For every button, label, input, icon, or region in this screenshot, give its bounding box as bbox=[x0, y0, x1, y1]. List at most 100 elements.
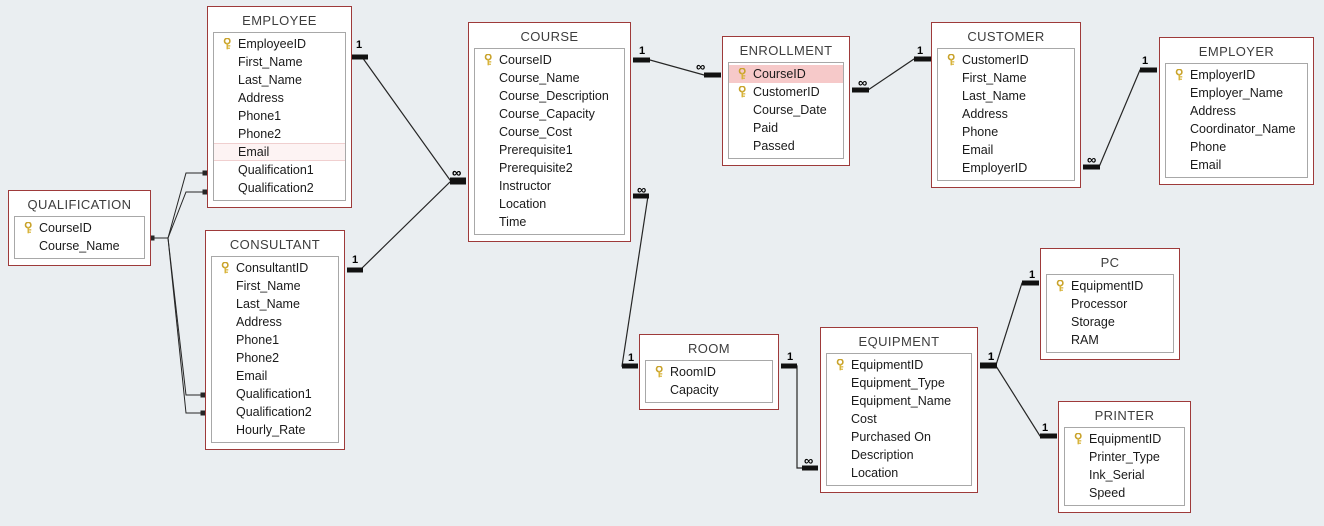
field-row[interactable]: EmployerID bbox=[938, 159, 1074, 177]
relationship-line-room-equipment[interactable] bbox=[781, 365, 818, 469]
field-row[interactable]: RAM bbox=[1047, 331, 1173, 349]
field-row[interactable]: Course_Name bbox=[15, 237, 144, 255]
relationship-stub bbox=[980, 362, 997, 368]
field-row[interactable]: Address bbox=[214, 89, 345, 107]
field-row[interactable]: Location bbox=[827, 464, 971, 482]
field-row[interactable]: Purchased On bbox=[827, 428, 971, 446]
field-row[interactable]: EquipmentID bbox=[827, 356, 971, 374]
table-title: ROOM bbox=[687, 341, 731, 356]
field-row[interactable]: RoomID bbox=[646, 363, 772, 381]
field-row[interactable]: First_Name bbox=[212, 277, 338, 295]
field-row[interactable]: Email bbox=[938, 141, 1074, 159]
field-row[interactable]: Ink_Serial bbox=[1065, 466, 1184, 484]
field-row[interactable]: CustomerID bbox=[938, 51, 1074, 69]
field-row[interactable]: Last_Name bbox=[214, 71, 345, 89]
field-row[interactable]: CourseID bbox=[15, 219, 144, 237]
relationship-line-qualification-consultant-q1[interactable] bbox=[152, 237, 203, 396]
field-row[interactable]: Equipment_Name bbox=[827, 392, 971, 410]
field-row[interactable]: Description bbox=[827, 446, 971, 464]
field-row[interactable]: Qualification1 bbox=[214, 161, 345, 179]
field-row[interactable]: Phone1 bbox=[212, 331, 338, 349]
field-row[interactable]: Last_Name bbox=[938, 87, 1074, 105]
field-row[interactable]: Storage bbox=[1047, 313, 1173, 331]
field-row[interactable]: Employer_Name bbox=[1166, 84, 1307, 102]
relationship-line-course-enrollment[interactable] bbox=[633, 59, 720, 76]
field-row[interactable]: Phone2 bbox=[212, 349, 338, 367]
field-row[interactable]: ConsultantID bbox=[212, 259, 338, 277]
field-name: ConsultantID bbox=[236, 261, 309, 275]
field-row[interactable]: Instructor bbox=[475, 177, 624, 195]
cardinality-label: 1 bbox=[1029, 269, 1036, 281]
table-title: EMPLOYER bbox=[1198, 44, 1275, 59]
field-row[interactable]: Hourly_Rate bbox=[212, 421, 338, 439]
relationship-line-consultant-course[interactable] bbox=[347, 181, 466, 271]
relationship-stub bbox=[352, 54, 368, 60]
field-row[interactable]: Speed bbox=[1065, 484, 1184, 502]
field-row[interactable]: Course_Date bbox=[729, 101, 843, 119]
field-row[interactable]: Prerequisite1 bbox=[475, 141, 624, 159]
field-row[interactable]: Processor bbox=[1047, 295, 1173, 313]
field-row[interactable]: Last_Name bbox=[212, 295, 338, 313]
key-icon bbox=[218, 262, 234, 274]
key-icon-glyph bbox=[836, 359, 844, 371]
field-row[interactable]: Capacity bbox=[646, 381, 772, 399]
field-row[interactable]: CustomerID bbox=[729, 83, 843, 101]
field-row[interactable]: CourseID bbox=[475, 51, 624, 69]
relationship-line-qualification-employee-q2[interactable] bbox=[152, 191, 205, 239]
field-row[interactable]: Email bbox=[212, 367, 338, 385]
field-row[interactable]: Paid bbox=[729, 119, 843, 137]
relationship-line-qualification-consultant-q2[interactable] bbox=[152, 237, 203, 414]
field-row[interactable]: Course_Name bbox=[475, 69, 624, 87]
field-row[interactable]: EquipmentID bbox=[1047, 277, 1173, 295]
field-row[interactable]: EmployeeID bbox=[214, 35, 345, 53]
field-row[interactable]: Course_Capacity bbox=[475, 105, 624, 123]
cardinality-label: ∞ bbox=[1087, 152, 1096, 167]
field-row[interactable]: Qualification1 bbox=[212, 385, 338, 403]
field-row[interactable]: Phone2 bbox=[214, 125, 345, 143]
field-row[interactable]: Address bbox=[938, 105, 1074, 123]
field-row[interactable]: Course_Description bbox=[475, 87, 624, 105]
field-row[interactable]: Phone bbox=[938, 123, 1074, 141]
field-row[interactable]: Phone1 bbox=[214, 107, 345, 125]
field-row[interactable]: EmployerID bbox=[1166, 66, 1307, 84]
field-row[interactable]: Time bbox=[475, 213, 624, 231]
field-row[interactable]: Location bbox=[475, 195, 624, 213]
field-row[interactable]: Prerequisite2 bbox=[475, 159, 624, 177]
field-row[interactable]: Email bbox=[214, 143, 345, 161]
relationship-line-qualification-employee-q1[interactable] bbox=[152, 172, 205, 239]
field-row[interactable]: Passed bbox=[729, 137, 843, 155]
field-row[interactable]: Course_Cost bbox=[475, 123, 624, 141]
field-row[interactable]: Qualification2 bbox=[212, 403, 338, 421]
field-row[interactable]: Email bbox=[1166, 156, 1307, 174]
field-row[interactable]: Qualification2 bbox=[214, 179, 345, 197]
field-row[interactable]: Address bbox=[1166, 102, 1307, 120]
field-row[interactable]: EquipmentID bbox=[1065, 430, 1184, 448]
cardinality-label: 1 bbox=[988, 351, 995, 363]
field-name: Email bbox=[236, 369, 268, 383]
field-name: CustomerID bbox=[962, 53, 1029, 67]
field-row[interactable]: Coordinator_Name bbox=[1166, 120, 1307, 138]
field-row[interactable]: First_Name bbox=[214, 53, 345, 71]
relationship-line-employee-course[interactable] bbox=[352, 56, 466, 181]
field-row[interactable]: First_Name bbox=[938, 69, 1074, 87]
key-icon-glyph bbox=[1056, 280, 1064, 292]
field-row[interactable]: Cost bbox=[827, 410, 971, 428]
field-row[interactable]: Address bbox=[212, 313, 338, 331]
field-row[interactable]: CourseID bbox=[729, 65, 843, 83]
field-row[interactable]: Phone bbox=[1166, 138, 1307, 156]
field-row[interactable]: Printer_Type bbox=[1065, 448, 1184, 466]
field-row[interactable]: Equipment_Type bbox=[827, 374, 971, 392]
